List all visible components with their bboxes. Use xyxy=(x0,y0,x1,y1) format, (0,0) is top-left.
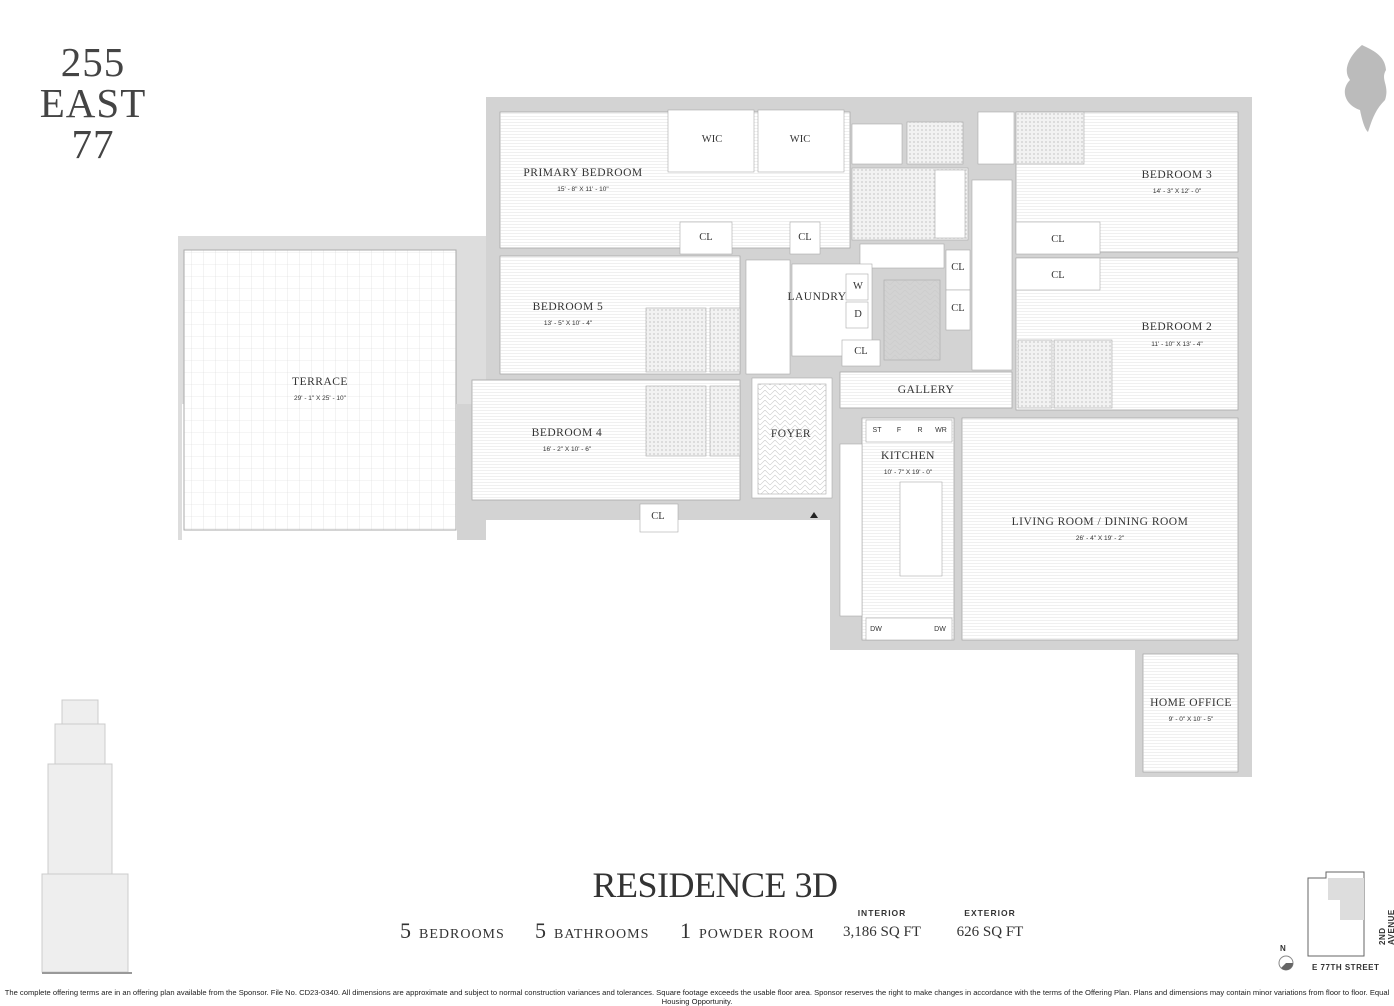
room-dims-home-office: 9' - 0" X 10' - 5" xyxy=(1168,716,1214,723)
dryer-label: D xyxy=(854,309,862,320)
room-label-home-office: HOME OFFICE xyxy=(1150,697,1232,709)
building-logo: 255 EAST 77 xyxy=(38,42,148,165)
interior-value: 3,186 SQ FT xyxy=(843,924,921,940)
exterior-label: EXTERIOR xyxy=(964,908,1016,918)
room-label-foyer: FOYER xyxy=(770,428,812,440)
room-label-bedroom-4: BEDROOM 4 xyxy=(531,427,603,439)
closet-label-cl: CL xyxy=(699,232,713,243)
appliance-stove: ST xyxy=(872,427,882,434)
room-label-terrace: TERRACE xyxy=(292,376,348,388)
terrace xyxy=(178,236,486,540)
residence-title: RESIDENCE 3D xyxy=(592,865,839,905)
logo-line: 255 xyxy=(60,39,126,85)
door-arrow xyxy=(810,512,818,518)
appliance-refrigerator: R xyxy=(917,427,923,434)
room-dims-bedroom-2: 11' - 10" X 13' - 4" xyxy=(1151,341,1203,348)
closet-label-cl: CL xyxy=(951,303,965,314)
stat-label: BATHROOMS xyxy=(554,927,650,942)
room-dims-bedroom-4: 16' - 2" X 10' - 6" xyxy=(542,446,592,453)
stat-count: 5 xyxy=(535,918,546,943)
room-dims-kitchen: 10' - 7" X 19' - 0" xyxy=(883,469,933,476)
room-label-kitchen: KITCHEN xyxy=(881,450,935,462)
stat-count: 5 xyxy=(400,918,411,943)
exterior-value: 626 SQ FT xyxy=(956,924,1024,940)
stat-bathrooms: 5 BATHROOMS xyxy=(535,918,649,944)
street-e-77th: E 77TH STREET xyxy=(1312,963,1380,972)
closet-label-wic: WIC xyxy=(789,134,811,145)
closet-label-cl: CL xyxy=(1051,270,1065,281)
room-dims-bedroom-3: 14' - 3" X 12' - 0" xyxy=(1152,188,1202,195)
north-label: N xyxy=(1280,944,1287,953)
closet-label-cl: CL xyxy=(951,262,965,273)
stat-count: 1 xyxy=(680,918,691,943)
stat-bedrooms: 5 BEDROOMS xyxy=(400,918,505,944)
room-label-primary-bedroom: PRIMARY BEDROOM xyxy=(523,167,643,179)
appliance-wine-refrigerator: WR xyxy=(935,427,947,434)
washer-label: W xyxy=(853,281,863,292)
room-dims-bedroom-5: 13' - 5" X 10' - 4" xyxy=(543,320,593,327)
room-label-living-dining: LIVING ROOM / DINING ROOM xyxy=(1011,516,1189,528)
room-label-bedroom-2: BEDROOM 2 xyxy=(1141,321,1213,333)
room-label-bedroom-5: BEDROOM 5 xyxy=(532,301,604,313)
logo-line: 77 xyxy=(71,121,115,167)
room-dims-living-dining: 26' - 4" X 19' - 2" xyxy=(1075,535,1125,542)
appliance-dishwasher: DW xyxy=(870,626,882,633)
room-label-laundry: LAUNDRY xyxy=(787,291,847,303)
appliance-dishwasher: DW xyxy=(934,626,946,633)
logo-line: EAST xyxy=(39,80,147,126)
closet-label-cl: CL xyxy=(1051,234,1065,245)
appliance-freezer: F xyxy=(896,427,902,434)
stat-powder-room: 1 POWDER ROOM xyxy=(680,918,815,944)
room-dims-primary-bedroom: 15' - 8" X 11' - 10" xyxy=(557,186,609,193)
oak-leaf-icon xyxy=(1344,45,1387,132)
street-2nd-avenue: 2ND AVENUE xyxy=(1378,909,1394,945)
room-dims-terrace: 29' - 1" X 25' - 10" xyxy=(294,395,346,402)
stat-label: POWDER ROOM xyxy=(699,927,815,942)
disclaimer: The complete offering terms are in an of… xyxy=(4,988,1390,1006)
closet-label-cl: CL xyxy=(651,511,665,522)
building-elevation xyxy=(41,699,132,974)
closet-label-cl: CL xyxy=(798,232,812,243)
closet-label-cl: CL xyxy=(854,346,868,357)
room-floors xyxy=(471,109,1239,773)
closet-label-wic: WIC xyxy=(701,134,723,145)
key-plan xyxy=(1278,871,1365,971)
room-label-bedroom-3: BEDROOM 3 xyxy=(1141,169,1213,181)
room-label-gallery: GALLERY xyxy=(897,384,955,396)
interior-label: INTERIOR xyxy=(857,908,907,918)
stat-label: BEDROOMS xyxy=(419,927,505,942)
